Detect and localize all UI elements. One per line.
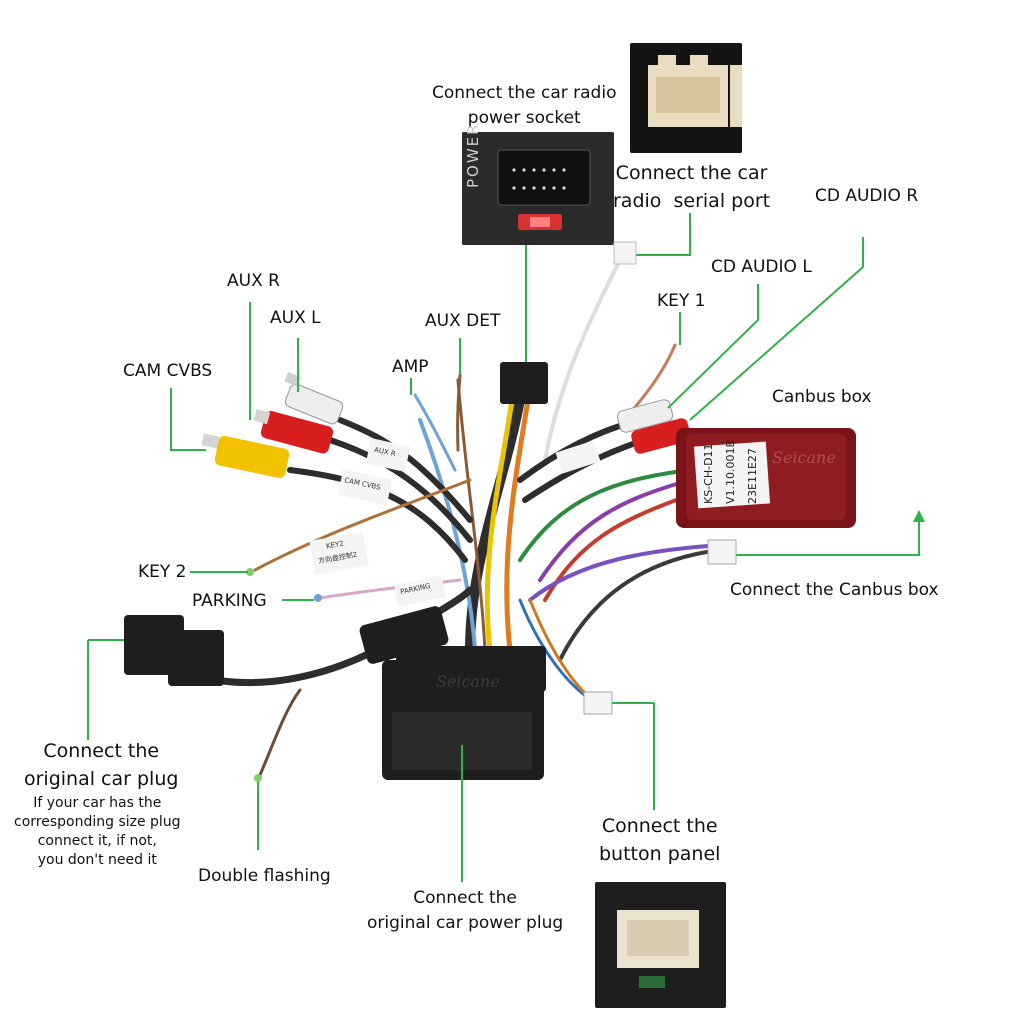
label-original-car-plug-note: If your car has the corresponding size p…: [14, 795, 181, 868]
label-radio-serial-port: Connect the car radio serial port: [613, 162, 771, 212]
label-original-car-plug: Connect the original car plug: [24, 740, 179, 790]
tag-aux-r: [365, 438, 411, 472]
canbus-connector: [707, 539, 737, 565]
rca-cd-audio-l: [616, 399, 674, 433]
rca-cam-cvbs: [201, 433, 290, 479]
serial-port-photo: [630, 43, 742, 153]
rca-cd-audio-r: [631, 418, 691, 454]
label-cam-cvbs: CAM CVBS: [123, 361, 213, 381]
label-canbus-box: Canbus box: [772, 387, 872, 407]
radio-power-plug: [500, 362, 548, 404]
canbus-sticker-line-1: KS-CH-D11: [702, 443, 715, 504]
original-power-plug: [382, 646, 546, 780]
tag-parking: [394, 575, 446, 607]
button-panel-photo: [595, 882, 726, 1008]
label-double-flashing: Double flashing: [198, 866, 331, 886]
label-aux-l: AUX L: [270, 308, 321, 328]
button-panel-plug-icon: [617, 910, 699, 988]
power-plug-brand: Seicane: [436, 672, 500, 691]
canbus-sticker-line-3: 23E11E27: [746, 448, 759, 504]
original-car-plug: [124, 615, 224, 686]
label-amp: AMP: [392, 357, 429, 377]
power-socket-icon: [462, 132, 614, 245]
button-panel-connector: [583, 691, 613, 715]
tag-key2: [309, 531, 369, 575]
rca-aux-r: [253, 409, 334, 454]
canbus-sticker-line-2: V1.10.001B: [724, 439, 737, 504]
label-aux-r: AUX R: [227, 271, 280, 291]
parking-tip: [314, 594, 322, 602]
double-flashing-tip: [254, 774, 262, 782]
serial-port-plug-icon: [648, 55, 742, 127]
label-key1: KEY 1: [657, 291, 706, 311]
label-radio-power-socket: Connect the car radio power socket: [432, 83, 617, 128]
label-connect-canbus-box: Connect the Canbus box: [730, 580, 939, 600]
label-button-panel: Connect the button panel: [599, 815, 721, 865]
label-cd-audio-l: CD AUDIO L: [711, 257, 812, 277]
label-original-power-plug: Connect the original car power plug: [367, 888, 564, 933]
label-aux-det: AUX DET: [425, 311, 501, 331]
label-parking: PARKING: [192, 591, 267, 611]
canbus-brand: Seicane: [772, 448, 836, 467]
tag-blank: [555, 440, 601, 474]
canbus-box: [676, 428, 856, 528]
tag-cam-cvbs: [337, 469, 393, 505]
power-socket-photo: [462, 132, 614, 245]
label-key2: KEY 2: [138, 562, 187, 582]
arrow-head-icon: [913, 510, 925, 522]
rca-aux-l: [284, 371, 344, 425]
label-cd-audio-r: CD AUDIO R: [815, 186, 919, 206]
key2-tip: [246, 568, 254, 576]
leader-lines: [87, 213, 920, 882]
serial-port-plug: [613, 241, 637, 265]
